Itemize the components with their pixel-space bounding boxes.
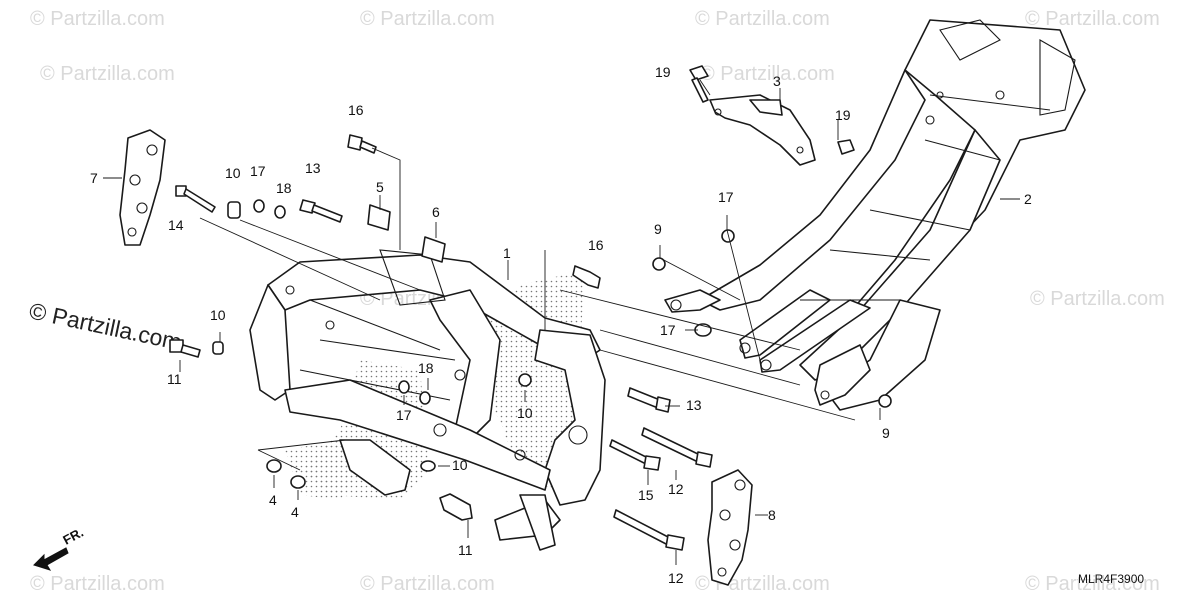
left-plate-part — [119, 129, 166, 246]
watermark-text: © Partzilla.com — [40, 63, 175, 85]
watermark-text: © Partzilla.com — [1025, 8, 1160, 30]
callout-bolt: 11 — [167, 371, 182, 387]
callout-washer: 4 — [291, 504, 299, 520]
upper-bracket-part — [709, 94, 816, 166]
callout-bolt: 12 — [668, 570, 684, 586]
callout-bolt: 15 — [638, 487, 654, 503]
callout-washer: 18 — [276, 180, 292, 196]
rear-subframe — [664, 19, 1086, 411]
callout-washer: 10 — [452, 457, 468, 473]
callout-nut: 17 — [660, 322, 676, 338]
callout-washer: 17 — [396, 407, 412, 423]
callout-right-plate: 8 — [768, 507, 776, 523]
watermark-text: © Partzilla.com — [30, 8, 165, 30]
watermark-text: © Partzilla.com — [30, 573, 165, 595]
callout-washer: 10 — [225, 165, 241, 181]
callout-washer: 9 — [882, 425, 890, 441]
watermark-main: © Partzilla.com — [27, 297, 184, 355]
callout-left-plate: 7 — [90, 170, 98, 186]
front-arrow-icon — [33, 547, 69, 571]
callout-washer: 4 — [269, 492, 277, 508]
callout-washer: 18 — [418, 360, 434, 376]
callout-collar: 6 — [432, 204, 440, 220]
watermark-text: © Partzilla.com — [700, 63, 835, 85]
callout-bracket: 3 — [773, 73, 781, 89]
watermark-text: © Partzilla.com — [695, 8, 830, 30]
callout-collar: 5 — [376, 179, 384, 195]
callout-labels: 1 2 3 4 4 5 6 7 8 9 9 10 10 10 10 11 11 … — [90, 64, 1032, 586]
callout-bolt: 11 — [458, 542, 473, 558]
fasteners — [169, 65, 892, 551]
front-direction-indicator: FR. — [33, 525, 86, 571]
callout-frame: 1 — [503, 245, 511, 261]
front-label: FR. — [60, 525, 86, 548]
callout-bolt: 16 — [588, 237, 604, 253]
watermark-text: © Partzilla.com — [360, 573, 495, 595]
callout-bolt: 14 — [168, 217, 184, 233]
callout-washer: 10 — [210, 307, 226, 323]
diagram-code: MLR4F3900 — [1078, 572, 1144, 586]
callout-bolt: 16 — [348, 102, 364, 118]
watermark-text: © Partzilla.com — [360, 8, 495, 30]
callout-bolt: 12 — [668, 481, 684, 497]
callout-washer: 10 — [517, 405, 533, 421]
callout-subframe: 2 — [1024, 191, 1032, 207]
right-plate-part — [707, 469, 753, 586]
watermark-text: © Partzilla.com — [1025, 573, 1160, 595]
callout-bolt: 19 — [655, 64, 671, 80]
leader-lines — [103, 79, 1020, 565]
callout-nut: 19 — [835, 107, 851, 123]
callout-bolt: 13 — [305, 160, 321, 176]
callout-washer: 17 — [718, 189, 734, 205]
callout-washer: 17 — [250, 163, 266, 179]
callout-washer: 9 — [654, 221, 662, 237]
watermark-text: © Partzilla.com — [1030, 288, 1165, 310]
callout-bolt: 13 — [686, 397, 702, 413]
